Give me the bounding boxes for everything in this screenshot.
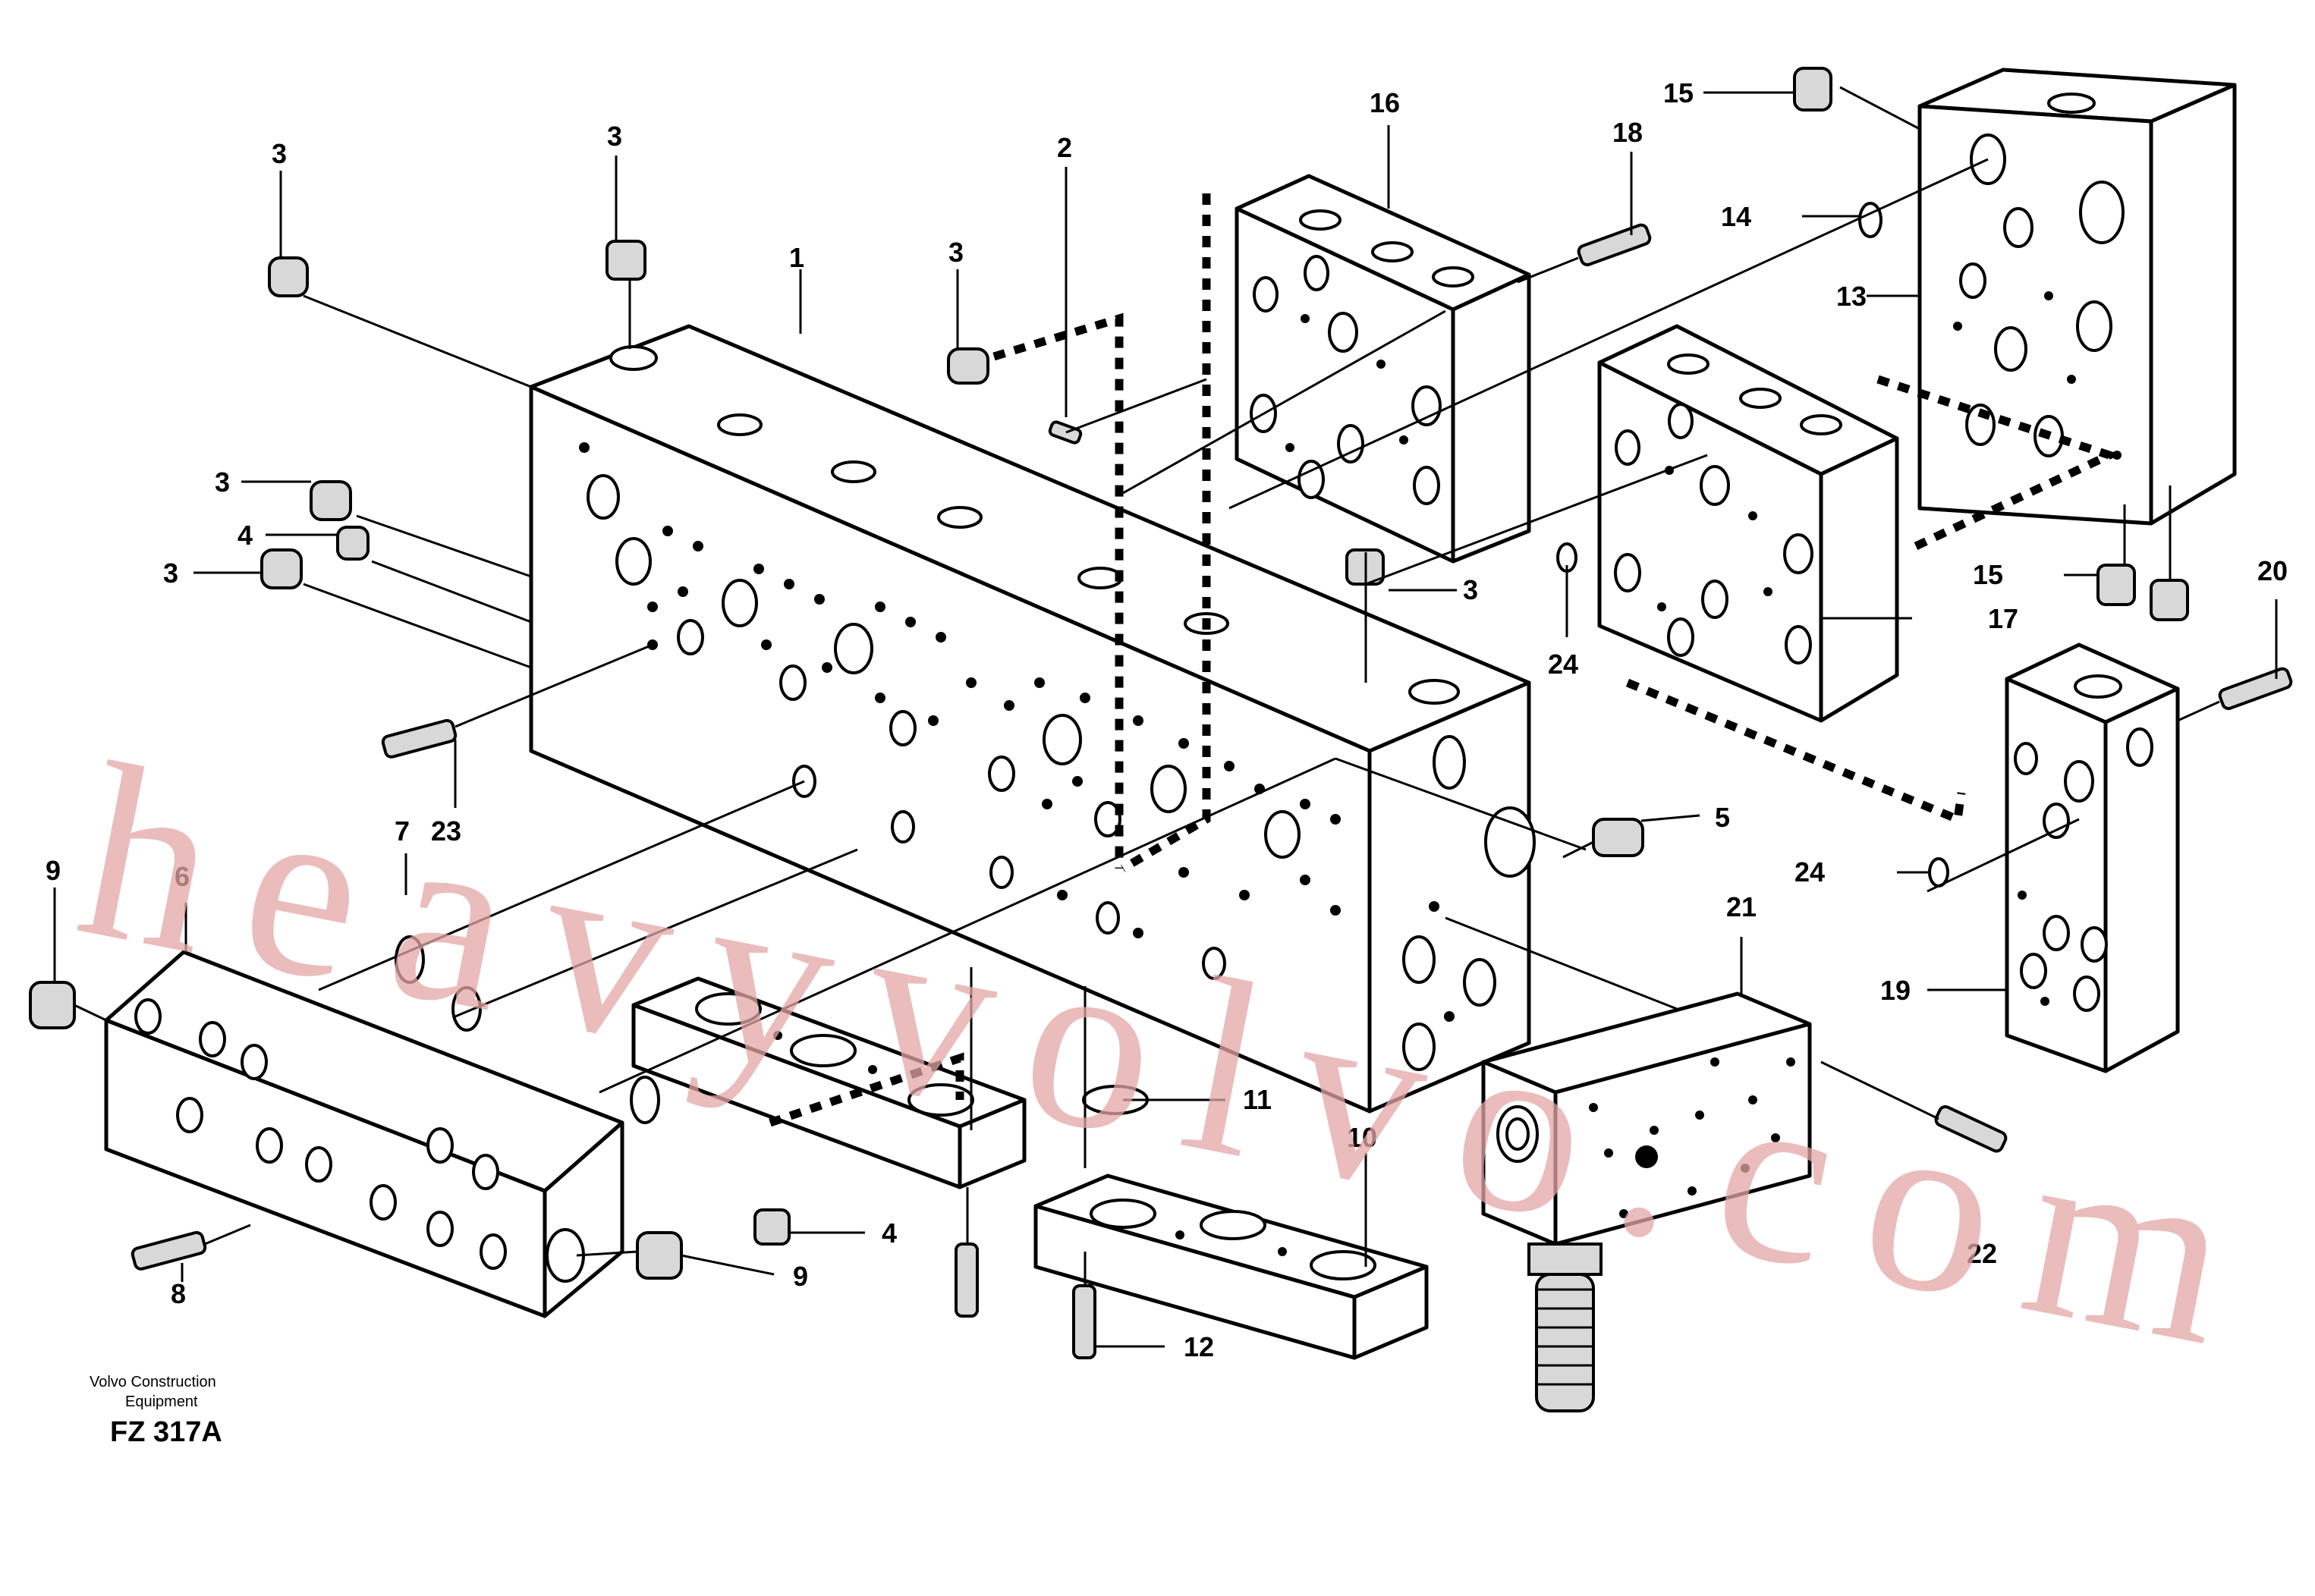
callout-numbers: 1 2 3 3 3 3 3 3 4 4 5 6 7 8 9 9 10 11 12…: [46, 77, 2288, 1362]
callout-10: 10: [1347, 1122, 1377, 1153]
callout-24: 24: [1548, 649, 1578, 680]
plug-4-bottom: [753, 1208, 791, 1246]
callout-14: 14: [1721, 201, 1751, 232]
callout-20: 20: [2257, 555, 2288, 586]
figure-credit: Volvo Construction Equipment FZ 317A: [90, 1374, 222, 1448]
callout-3: 3: [1463, 574, 1478, 605]
callout-6: 6: [175, 861, 190, 892]
callout-22: 22: [1967, 1238, 1997, 1269]
callout-17: 17: [1988, 603, 2018, 634]
callout-3: 3: [272, 138, 287, 169]
callout-4: 4: [237, 520, 253, 551]
callout-4: 4: [882, 1217, 897, 1249]
part-16-section-block: [1235, 174, 1531, 564]
plug-15-bottom-b: [2150, 579, 2189, 621]
callout-7: 7: [395, 815, 410, 847]
screw-fittings: [131, 223, 2293, 1359]
callout-18: 18: [1612, 117, 1643, 148]
callout-11: 11: [1243, 1084, 1272, 1115]
callout-15: 15: [1663, 77, 1694, 108]
part-1-main-valve-block: [529, 324, 1536, 1114]
part-19-end-block: [2005, 642, 2180, 1073]
pin-2: [1048, 420, 1083, 445]
callout-16: 16: [1370, 87, 1400, 118]
plug-4-left: [336, 526, 370, 561]
callout-1: 1: [789, 242, 804, 273]
plug-3-center: [947, 347, 989, 385]
callout-3: 3: [607, 121, 622, 152]
callout-8: 8: [171, 1278, 186, 1309]
part-13-end-block: [1917, 68, 2237, 526]
callout-3: 3: [948, 237, 964, 268]
callout-leaders: [53, 91, 2278, 1348]
part-17-section-block: [1597, 324, 1899, 723]
screw-22: [1934, 1104, 2008, 1153]
part-21-valve-block: [1481, 991, 1812, 1412]
callout-21: 21: [1726, 891, 1757, 922]
plug-3-top-left: [268, 256, 309, 297]
callout-23: 23: [431, 815, 461, 847]
plug-3-left-a: [310, 480, 352, 521]
plug-9-bottom: [636, 1231, 683, 1280]
callout-5: 5: [1715, 802, 1730, 833]
screw-8: [131, 1230, 207, 1271]
plug-3-left-b: [260, 548, 303, 589]
plug-15-bottom-a: [2096, 564, 2136, 606]
credit-line-2: Equipment: [125, 1393, 198, 1410]
dashed-flow-lines: [769, 193, 2121, 1127]
screw-12: [1072, 1284, 1096, 1359]
plug-9-left: [29, 981, 76, 1029]
part-intermediate-plate: [631, 976, 1027, 1189]
callout-24: 24: [1794, 856, 1825, 888]
cap-5: [1592, 818, 1644, 857]
plug-fittings: [29, 67, 2189, 1280]
callout-3: 3: [215, 467, 230, 498]
screw-20: [2218, 667, 2293, 711]
block-1-port-dots: [579, 442, 1341, 938]
callout-19: 19: [1880, 975, 1911, 1006]
screw-18: [1577, 223, 1652, 267]
callout-13: 13: [1836, 281, 1867, 312]
callout-9: 9: [793, 1261, 808, 1292]
plug-3-top: [605, 240, 646, 281]
o-ring-seals: [395, 202, 1949, 1124]
assembly-lines: [74, 86, 2220, 1286]
callout-12: 12: [1184, 1331, 1214, 1362]
threaded-stem: [1527, 1243, 1603, 1412]
credit-line-1: Volvo Construction: [90, 1374, 216, 1390]
part-10-plate: [1033, 1173, 1429, 1360]
screw-bottom: [955, 1243, 979, 1318]
plug-15-top: [1793, 67, 1832, 112]
callout-9: 9: [46, 855, 61, 886]
screw-23: [381, 718, 458, 759]
callout-2: 2: [1057, 132, 1072, 163]
callout-15: 15: [1973, 559, 2003, 590]
figure-code: FZ 317A: [110, 1416, 222, 1448]
callout-3: 3: [163, 558, 178, 589]
